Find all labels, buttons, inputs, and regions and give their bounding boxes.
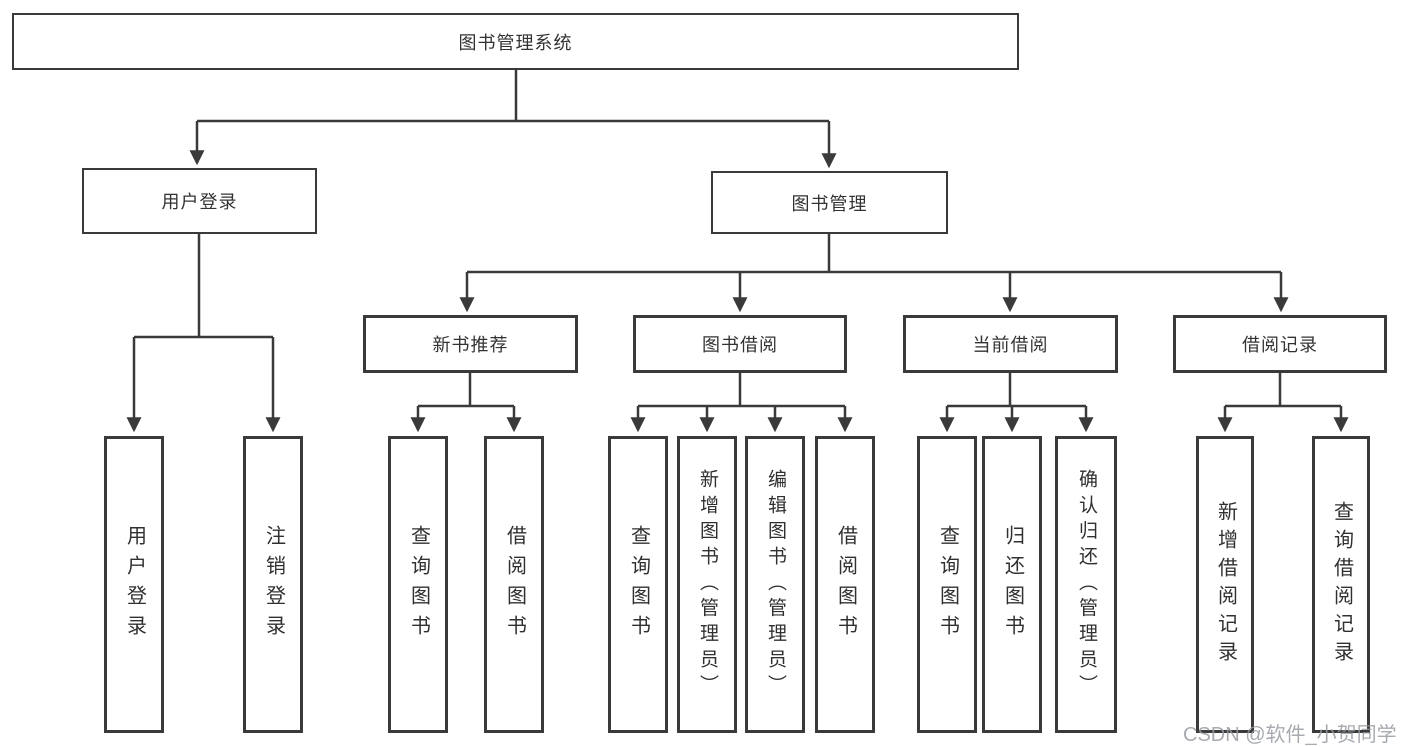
connector-user-login-trunk [134,234,273,339]
connector-borrow-records-trunk [1225,373,1341,408]
connector-new-book-trunk [418,373,514,408]
csdn-watermark: CSDN @软件_小贺同学 [1183,724,1397,746]
leaf-cb-query-books-label: 查询图书 [936,524,959,645]
node-new-book-recommend-label: 新书推荐 [432,335,509,355]
leaf-logout: 注销登录 [243,436,303,733]
leaf-nb-query-books-label: 查询图书 [407,524,430,645]
leaf-cb-return-books: 归还图书 [982,436,1042,733]
leaf-user-login-label: 用户登录 [123,524,146,645]
leaf-bb-edit-books-admin: 编辑图书（管理员） [745,436,805,733]
connector-book-management-trunk [467,234,1281,274]
node-user-login-label: 用户登录 [161,192,238,212]
node-current-borrow: 当前借阅 [903,315,1118,373]
node-root: 图书管理系统 [12,13,1019,70]
leaf-cb-query-books: 查询图书 [917,436,977,733]
leaf-bb-query-books-label: 查询图书 [627,524,650,645]
leaf-br-query-record-label: 查询借阅记录 [1330,500,1353,669]
leaf-br-add-record-label: 新增借阅记录 [1214,500,1237,669]
node-book-management: 图书管理 [711,171,948,234]
leaf-cb-confirm-return-admin-label: 确认归还（管理员） [1075,469,1097,700]
connector-root-trunk [197,70,829,123]
leaf-cb-confirm-return-admin: 确认归还（管理员） [1055,436,1117,733]
leaf-nb-query-books: 查询图书 [388,436,448,733]
connector-current-borrow-trunk [947,373,1086,408]
node-book-management-label: 图书管理 [791,193,868,214]
node-root-label: 图书管理系统 [458,32,573,53]
leaf-bb-borrow-books-label: 借阅图书 [834,524,857,645]
leaf-nb-borrow-books: 借阅图书 [484,436,544,733]
node-book-borrow-label: 图书借阅 [702,335,778,355]
node-book-borrow: 图书借阅 [633,315,847,373]
leaf-br-add-record: 新增借阅记录 [1196,436,1254,733]
leaf-bb-edit-books-admin-label: 编辑图书（管理员） [764,469,786,700]
leaf-logout-label: 注销登录 [262,524,285,645]
leaf-nb-borrow-books-label: 借阅图书 [503,524,526,645]
leaf-bb-query-books: 查询图书 [608,436,668,733]
leaf-user-login: 用户登录 [104,436,164,733]
node-borrow-records: 借阅记录 [1173,315,1387,373]
node-borrow-records-label: 借阅记录 [1242,335,1318,355]
node-user-login: 用户登录 [82,168,317,234]
node-new-book-recommend: 新书推荐 [363,315,578,373]
leaf-cb-return-books-label: 归还图书 [1001,524,1024,645]
connector-book-borrow-trunk [638,373,845,408]
leaf-bb-borrow-books: 借阅图书 [815,436,875,733]
leaf-br-query-record: 查询借阅记录 [1312,436,1370,733]
leaf-bb-add-books-admin-label: 新增图书（管理员） [696,469,718,700]
leaf-bb-add-books-admin: 新增图书（管理员） [677,436,737,733]
node-current-borrow-label: 当前借阅 [972,335,1049,355]
